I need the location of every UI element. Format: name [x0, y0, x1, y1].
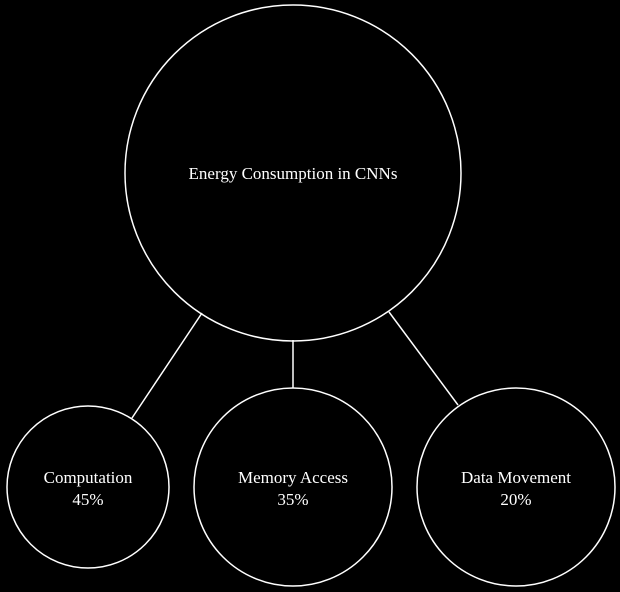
child-node-memory-access: Memory Access 35%: [193, 387, 393, 587]
child-node-computation: Computation 45%: [6, 405, 170, 569]
root-label: Energy Consumption in CNNs: [189, 164, 398, 183]
connector-computation: [131, 312, 203, 419]
data-movement-label: Data Movement: [461, 468, 571, 487]
memory-access-circle: [193, 387, 393, 587]
child-node-data-movement: Data Movement 20%: [416, 387, 616, 587]
data-movement-circle: [416, 387, 616, 587]
computation-value: 45%: [72, 490, 103, 509]
data-movement-value: 20%: [500, 490, 531, 509]
connector-data-movement: [388, 311, 459, 406]
root-node: Energy Consumption in CNNs: [124, 4, 462, 342]
computation-label: Computation: [44, 468, 133, 487]
memory-access-label: Memory Access: [238, 468, 348, 487]
root-circle: [124, 4, 462, 342]
memory-access-value: 35%: [277, 490, 308, 509]
computation-circle: [6, 405, 170, 569]
